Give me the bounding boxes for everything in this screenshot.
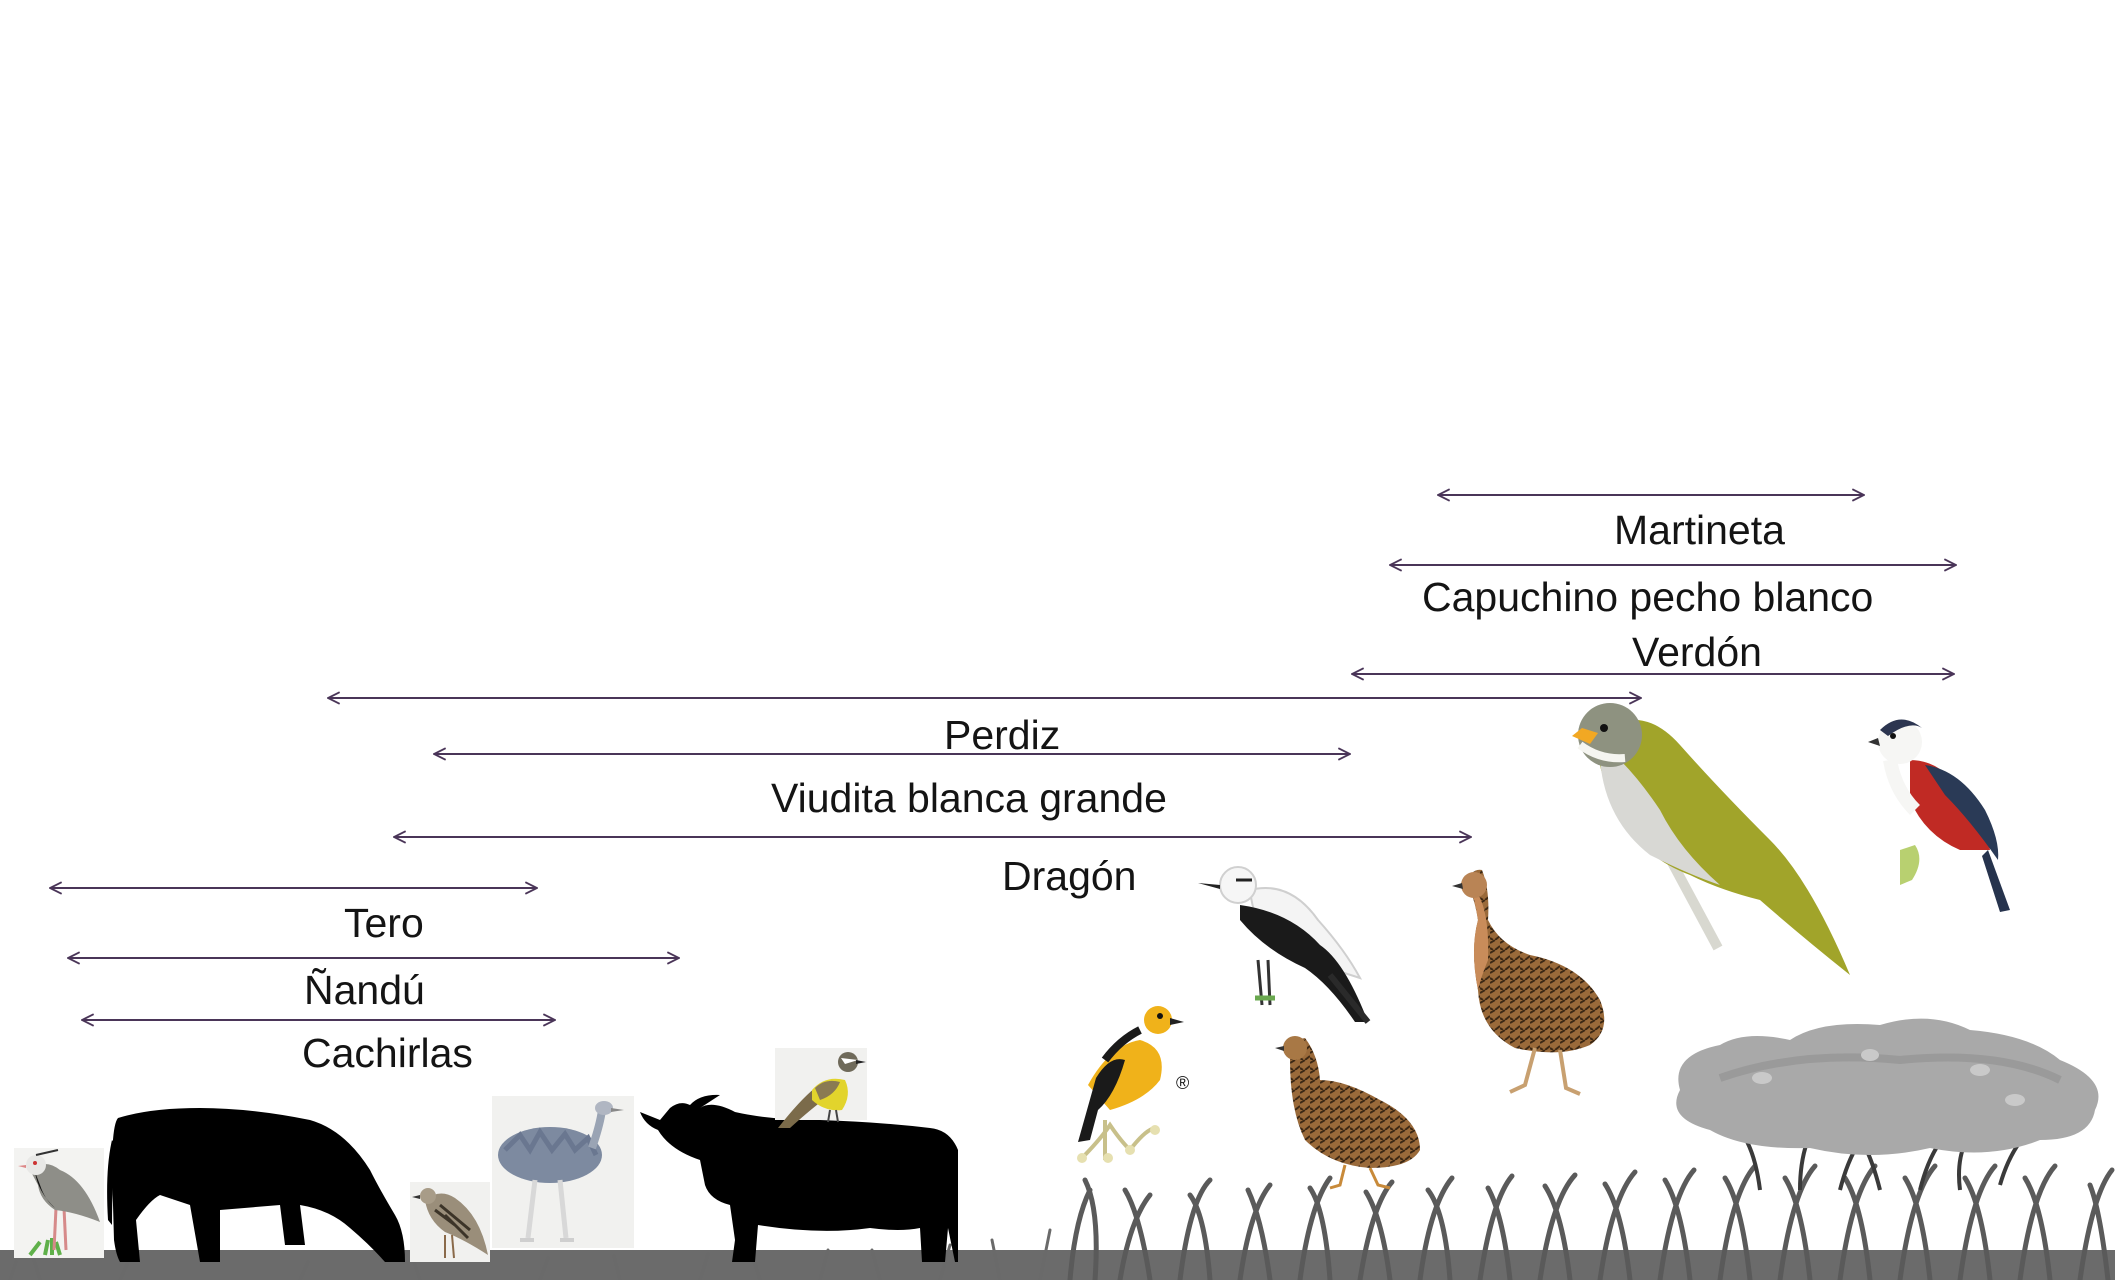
nandu-label: Ñandú: [304, 970, 425, 1011]
verdon-label: Verdón: [1632, 632, 1762, 673]
martineta-bird-icon: [1452, 870, 1604, 1094]
perdiz-bird-icon: [1275, 1036, 1420, 1188]
small-yellow-bird-icon: [775, 1048, 867, 1128]
tero-bird-icon: [14, 1148, 104, 1258]
nandu-bird-icon: [492, 1096, 634, 1248]
capuchino-bird-icon: [1868, 719, 2010, 912]
cachirla-bird-icon: [410, 1182, 490, 1262]
capuchino-label: Capuchino pecho blanco: [1422, 577, 1873, 618]
dragon-bird-icon: [1077, 1006, 1184, 1163]
dragon-label: Dragón: [1002, 856, 1136, 897]
shrub-icon: [1676, 1019, 2098, 1190]
cow-grazing-icon: [107, 1108, 405, 1262]
tero-label: Tero: [344, 903, 424, 944]
registered-mark: ®: [1176, 1074, 1189, 1092]
perdiz-label: Perdiz: [944, 715, 1060, 756]
viudita-bird-icon: [1198, 867, 1368, 1022]
cachirlas-label: Cachirlas: [302, 1033, 473, 1074]
martineta-label: Martineta: [1614, 510, 1785, 551]
viudita-label: Viudita blanca grande: [771, 778, 1167, 819]
verdon-bird-icon: [1572, 703, 1850, 975]
